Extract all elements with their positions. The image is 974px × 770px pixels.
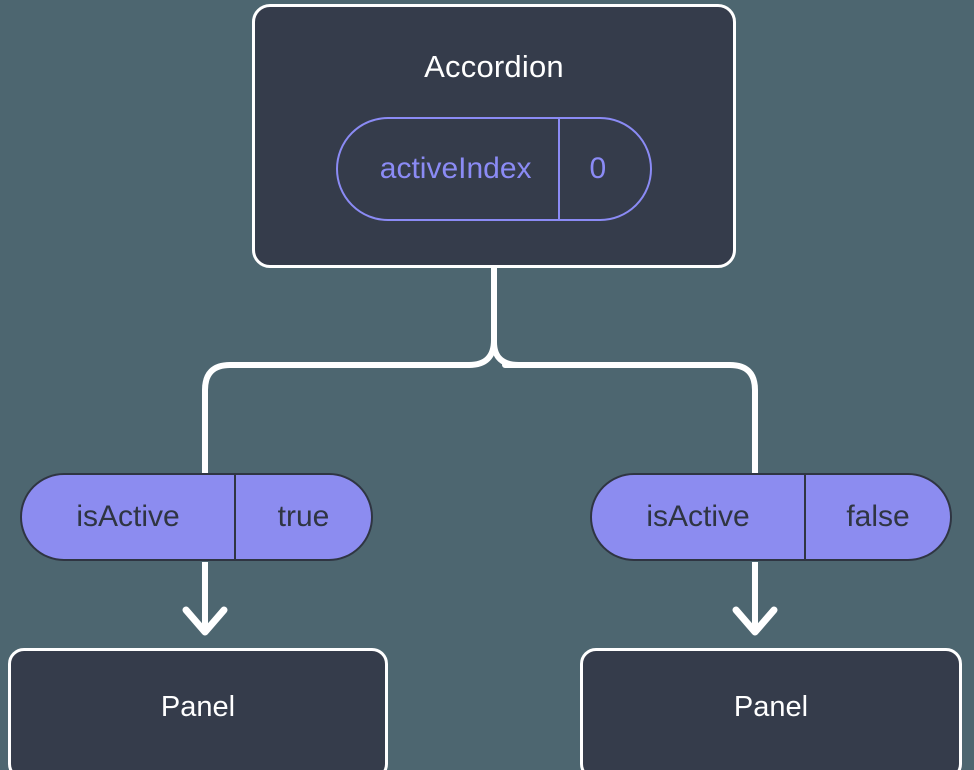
prop-key-is-active-left: isActive (76, 500, 180, 533)
component-title-panel-right: Panel (733, 691, 809, 723)
prop-pill-is-active-false[interactable]: isActive false (590, 473, 952, 561)
prop-key-is-active-right: isActive (646, 500, 750, 533)
prop-pill-active-index[interactable]: activeIndex 0 (335, 117, 653, 221)
connector-split-joint (491, 337, 522, 368)
prop-value-active-index: 0 (557, 119, 651, 219)
prop-value-is-active-right: false (804, 475, 950, 559)
component-title-panel-left: Panel (160, 691, 236, 723)
connector-branch-left (202, 362, 472, 477)
prop-value-is-active-left: true (234, 475, 371, 559)
arrow-down-icon-right (732, 562, 778, 636)
component-node-panel-right[interactable]: Panel (580, 648, 962, 770)
connector-branch-right (502, 362, 758, 477)
component-title-accordion: Accordion (424, 49, 564, 84)
prop-pill-is-active-true[interactable]: isActive true (20, 473, 373, 561)
arrow-down-icon-left (182, 562, 228, 636)
connector-trunk (466, 265, 497, 368)
prop-key-active-index: activeIndex (379, 152, 532, 185)
component-node-panel-left[interactable]: Panel (8, 648, 388, 770)
component-node-accordion[interactable]: Accordion activeIndex 0 (252, 4, 736, 268)
